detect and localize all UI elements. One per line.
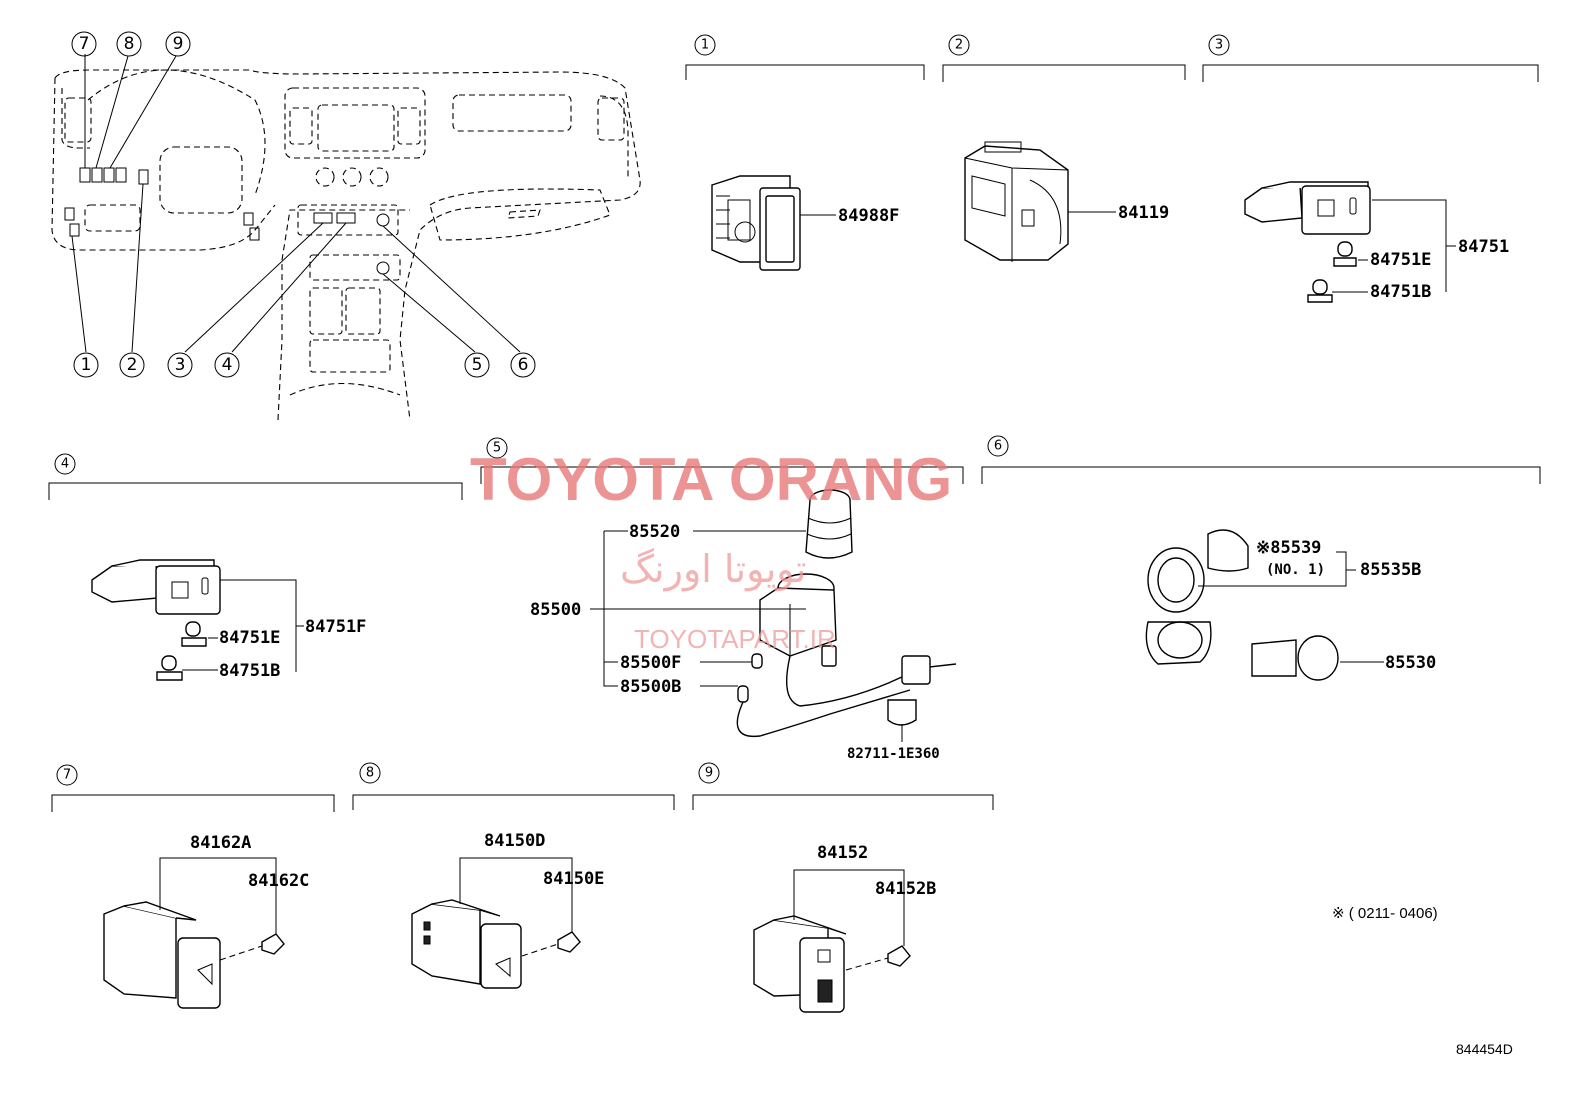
section-8: 8 84150D 84150E [352, 762, 675, 989]
section-1: 1 84988F [685, 34, 925, 271]
part-number-85539-sub: (NO. 1) [1266, 562, 1325, 578]
bulb-e-drawing [1333, 241, 1357, 267]
seat-heater-switch-drawing [1244, 181, 1371, 235]
section-4: 4 84751E 84751B 84751F [48, 453, 463, 681]
section-number: 7 [63, 768, 71, 783]
production-date-note: ※ ( 0211- 0406) [1332, 905, 1438, 922]
section-number: 8 [366, 766, 374, 781]
bulb-drawing [887, 945, 911, 967]
callout-label: 3 [175, 355, 186, 375]
part-number-84152b: 84152B [875, 879, 936, 899]
section-5: 5 85520 85500 85500F 85500B 82711-1E360 [480, 437, 964, 762]
bulb-b-drawing [1307, 279, 1333, 303]
section-2: 2 84119 [942, 34, 1186, 262]
section-number: 2 [955, 38, 963, 53]
callout-4: 4 [214, 352, 240, 378]
callout-1: 1 [73, 352, 99, 378]
power-outlet-drawing [1145, 529, 1339, 681]
callout-7: 7 [71, 31, 97, 57]
callout-9: 9 [165, 31, 191, 57]
part-number-85539: ※85539 [1256, 538, 1321, 558]
callout-label: 2 [127, 355, 138, 375]
callout-label: 4 [222, 355, 233, 375]
callout-label: 8 [124, 34, 135, 54]
bulb-drawing [557, 931, 581, 953]
dashboard-callouts: 7 8 9 1 2 3 4 5 6 [71, 31, 536, 378]
part-number-84751b: 84751B [1370, 282, 1431, 302]
bulb-e-drawing [181, 621, 207, 647]
section-number: 6 [994, 439, 1002, 454]
watermark-persian: تویوتا اورنگ [620, 547, 807, 592]
part-number-84988f: 84988F [838, 206, 899, 226]
part-number-84751e: 84751E [1370, 250, 1431, 270]
callout-label: 5 [472, 355, 483, 375]
callout-8: 8 [116, 31, 142, 57]
section-number: 3 [1215, 38, 1223, 53]
diagram-code: 844454D [1456, 1041, 1513, 1057]
part-number-84751b: 84751B [219, 661, 280, 681]
bulb-drawing [261, 933, 285, 955]
dashboard-overview [51, 54, 641, 421]
callout-2: 2 [119, 352, 145, 378]
section-number: 9 [705, 766, 713, 781]
part-number-85530: 85530 [1385, 653, 1436, 673]
part-number-84162a: 84162A [190, 833, 251, 853]
bulb-b-drawing [156, 655, 183, 681]
part-number-84751e: 84751E [219, 628, 280, 648]
callout-3: 3 [167, 352, 193, 378]
watermark-url: TOYOTAPART.IR [634, 624, 836, 654]
section-number: 1 [701, 38, 709, 53]
switch-84988f-drawing [711, 175, 801, 271]
watermark: TOYOTA ORANG تویوتا اورنگ TOYOTAPART.IR [470, 446, 952, 654]
switch-84119-drawing [964, 141, 1069, 262]
part-number-84119: 84119 [1118, 203, 1169, 223]
part-number-85500: 85500 [530, 600, 581, 620]
callout-6: 6 [510, 352, 536, 378]
dimmer-switch-drawing [753, 915, 847, 1013]
cigarette-lighter-drawing [736, 489, 957, 738]
part-number-82711-1e360: 82711-1E360 [847, 746, 940, 762]
callout-label: 1 [81, 355, 92, 375]
section-9: 9 84152 84152B [692, 762, 994, 1013]
seat-heater-switch-drawing [91, 559, 221, 615]
part-number-85520: 85520 [629, 522, 680, 542]
part-number-84150d: 84150D [484, 831, 545, 851]
callout-label: 9 [173, 34, 184, 54]
callout-5: 5 [464, 352, 490, 378]
callout-label: 7 [79, 34, 90, 54]
section-6: 6 ※85539 (NO. 1) 85535B 85530 [981, 435, 1541, 681]
part-number-85535b: 85535B [1360, 560, 1421, 580]
part-number-84162c: 84162C [248, 871, 309, 891]
part-number-84751f: 84751F [305, 617, 366, 637]
section-7: 7 84162A 84162C [51, 764, 335, 1009]
section-number: 4 [61, 457, 69, 472]
part-number-85500b: 85500B [620, 677, 681, 697]
callout-label: 6 [518, 355, 529, 375]
watermark-brand: TOYOTA ORANG [470, 446, 952, 513]
part-number-84751: 84751 [1458, 237, 1509, 257]
part-number-85500f: 85500F [620, 653, 681, 673]
part-number-84152: 84152 [817, 843, 868, 863]
section-number: 5 [493, 441, 501, 456]
switch-84150d-drawing [411, 899, 522, 989]
section-3: 3 84751E 84751B 84751 [1202, 34, 1539, 303]
fog-lamp-switch-drawing [103, 901, 221, 1009]
part-number-84150e: 84150E [543, 869, 604, 889]
